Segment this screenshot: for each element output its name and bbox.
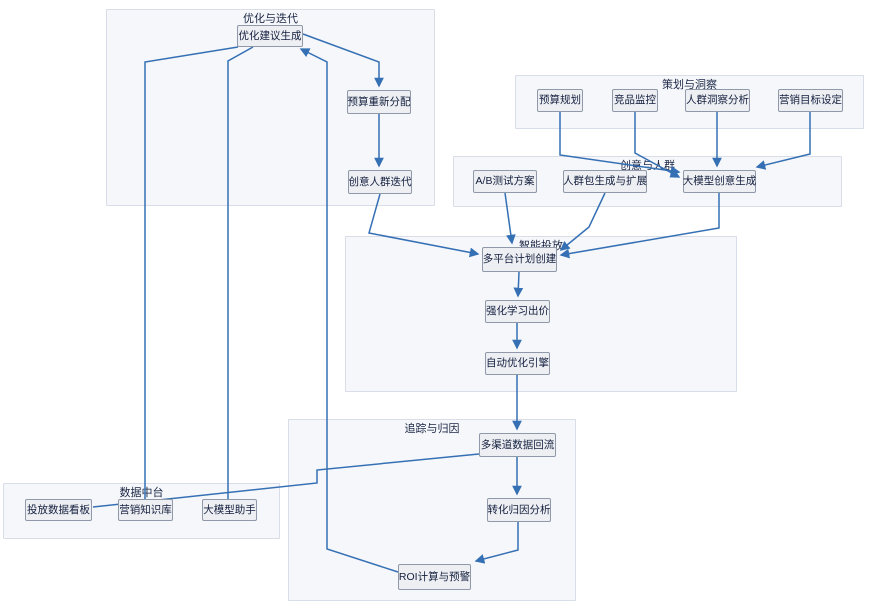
edge-multi-platform-to-rl-bidding bbox=[513, 271, 524, 298]
node-multi-platform-campaign: 多平台计划创建 bbox=[482, 247, 557, 272]
group-title-optimization: 优化与迭代 bbox=[243, 13, 298, 25]
group-title-tracking: 追踪与归因 bbox=[404, 423, 460, 435]
node-llm-creative-generation: 大模型创意生成 bbox=[683, 170, 756, 193]
node-ads-data-dashboard: 投放数据看板 bbox=[25, 499, 92, 521]
edge-optimize-suggestion-to-llm-assistant bbox=[227, 46, 254, 499]
edge-optimize-suggestion-to-marketing-knowledge-base bbox=[144, 46, 239, 499]
node-conversion-attribution: 转化归因分析 bbox=[487, 498, 551, 522]
edge-roi-alert-to-optimize-suggestion bbox=[299, 48, 399, 573]
node-auto-optimization-engine: 自动优化引擎 bbox=[485, 352, 550, 375]
node-competitor-monitoring: 竞品监控 bbox=[612, 89, 658, 112]
edge-multichannel-data-to-ads-dashboard bbox=[92, 453, 480, 508]
node-creative-audience-iteration: 创意人群迭代 bbox=[348, 170, 412, 194]
edge-budget-planning-to-llm-creative bbox=[559, 112, 681, 176]
group-title-data-platform: 数据中台 bbox=[119, 487, 164, 499]
node-multichannel-data-backflow: 多渠道数据回流 bbox=[479, 433, 556, 457]
node-audience-pack-generation: 人群包生成与扩展 bbox=[563, 170, 647, 193]
node-ab-test-plan: A/B测试方案 bbox=[473, 170, 537, 193]
node-llm-assistant: 大模型助手 bbox=[202, 499, 257, 521]
edge-marketing-goal-to-llm-creative bbox=[755, 112, 811, 170]
node-budget-realloc: 预算重新分配 bbox=[347, 90, 411, 114]
edge-creative-audience-iteration-to-multi-platform bbox=[368, 193, 480, 258]
node-marketing-knowledge-base: 营销知识库 bbox=[118, 499, 173, 521]
edge-llm-creative-to-multi-platform bbox=[559, 193, 720, 259]
node-marketing-goal-setting: 营销目标设定 bbox=[778, 89, 843, 112]
edge-optimize-suggestion-to-budget-realloc bbox=[302, 33, 384, 88]
node-audience-insight-analysis: 人群洞察分析 bbox=[685, 89, 750, 112]
node-optimize-suggestion: 优化建议生成 bbox=[237, 25, 303, 47]
node-roi-alert: ROI计算与预警 bbox=[398, 564, 471, 590]
node-rl-bidding: 强化学习出价 bbox=[485, 300, 550, 323]
edge-conversion-attribution-to-roi-alert bbox=[474, 522, 519, 564]
edge-audience-pack-to-multi-platform bbox=[559, 192, 606, 251]
group-title-planning: 策划与洞察 bbox=[662, 79, 717, 91]
edge-competitor-monitoring-to-llm-creative bbox=[634, 112, 681, 178]
node-budget-planning: 预算规划 bbox=[537, 89, 583, 112]
edge-ab-test-to-multi-platform bbox=[504, 192, 516, 245]
